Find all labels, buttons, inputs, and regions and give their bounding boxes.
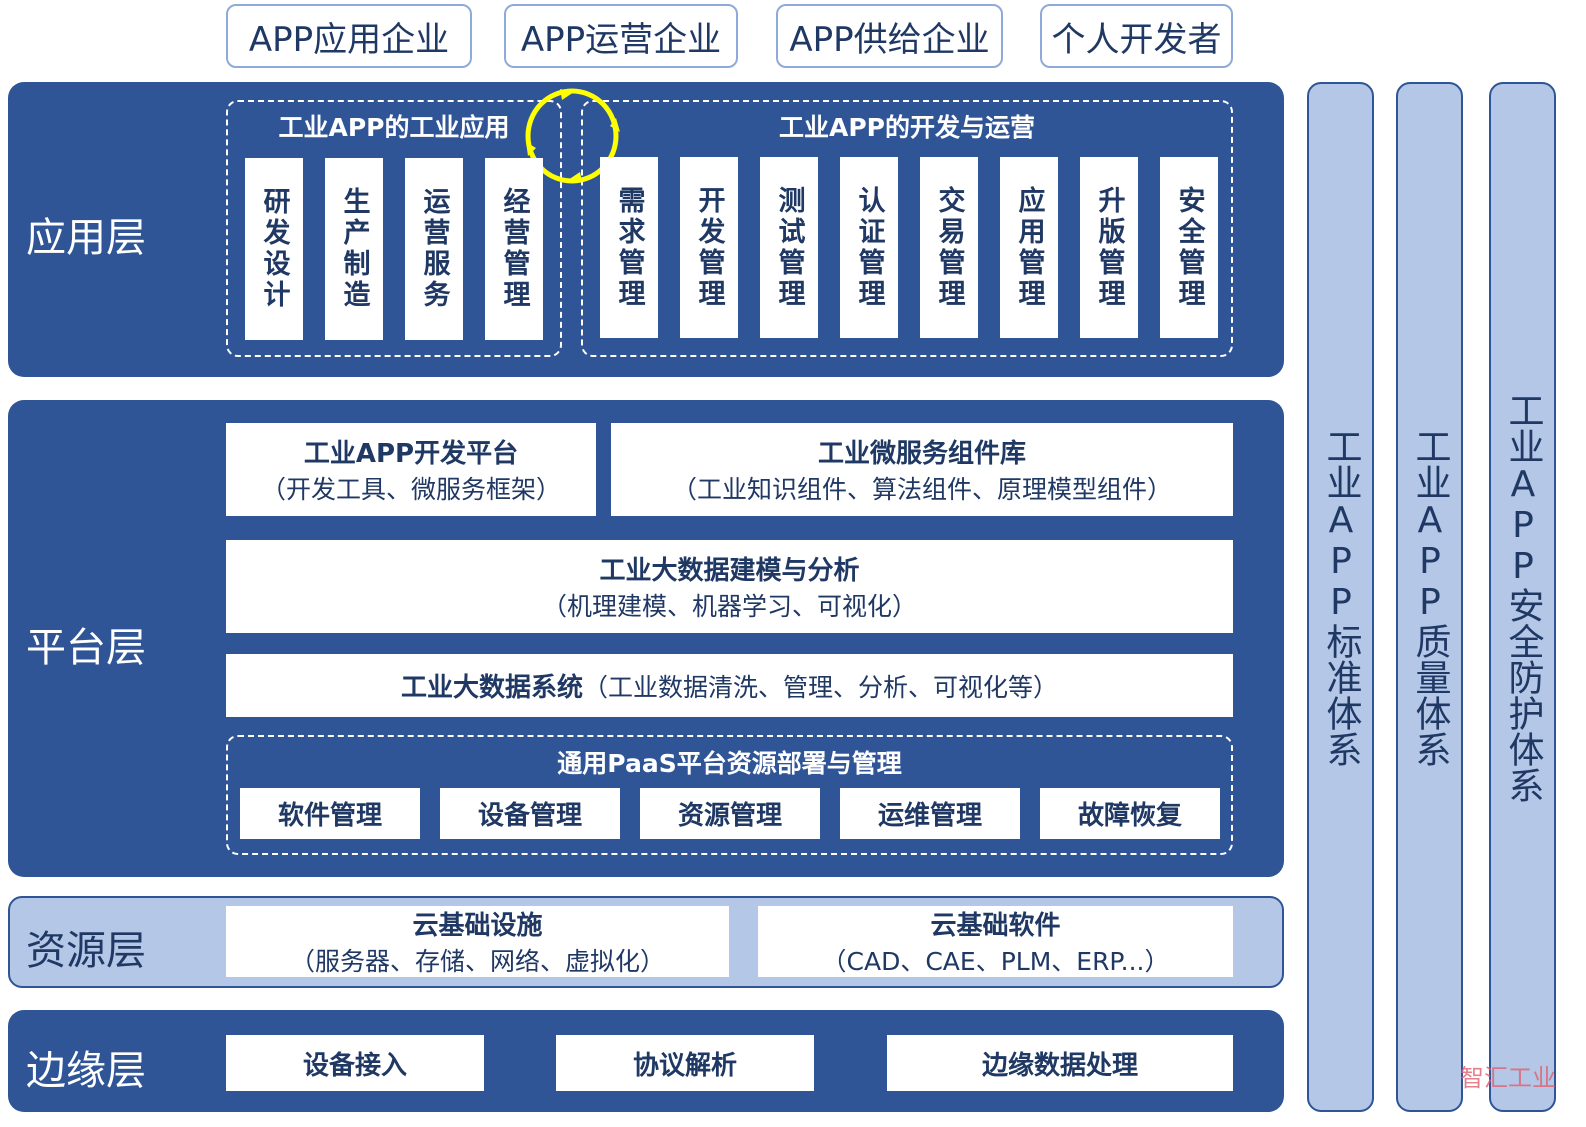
box-title: 云基础设施	[412, 911, 543, 941]
modeling-box: 工业大数据建模与分析 （机理建模、机器学习、可视化）	[226, 540, 1233, 633]
edge-item: 设备接入	[226, 1035, 484, 1091]
paas-item: 软件管理	[240, 788, 420, 839]
paas-item: 故障恢复	[1040, 788, 1220, 839]
edge-item: 边缘数据处理	[887, 1035, 1233, 1091]
stakeholder-app-operator: APP运营企业	[504, 4, 738, 68]
industrial-use-item: 研发设计	[245, 158, 303, 340]
dev-ops-group	[581, 100, 1233, 357]
dev-ops-item: 交易管理	[920, 157, 978, 338]
layer-label: 资源层	[26, 928, 146, 974]
dev-ops-item: 开发管理	[680, 157, 738, 338]
stakeholder-app-supplier: APP供给企业	[776, 4, 1003, 68]
box-title: 工业大数据建模与分析	[599, 556, 860, 586]
box-title: 工业微服务组件库	[817, 439, 1026, 469]
standard-system-column: 工业APP标准体系	[1307, 82, 1374, 1112]
box-title: 工业APP开发平台	[303, 439, 519, 469]
layer-label: 边缘层	[26, 1048, 146, 1094]
cycle-arrows-icon	[525, 88, 620, 184]
dev-ops-item: 认证管理	[840, 157, 898, 338]
layer-label: 平台层	[26, 625, 146, 671]
box-title: 工业大数据系统	[400, 673, 583, 703]
microservice-box: 工业微服务组件库 （工业知识组件、算法组件、原理模型组件）	[611, 423, 1233, 516]
dev-platform-box: 工业APP开发平台 （开发工具、微服务框架）	[226, 423, 596, 516]
industrial-use-item: 运营服务	[405, 158, 463, 340]
group-title: 工业APP的开发与运营	[779, 113, 1035, 142]
edge-item: 协议解析	[556, 1035, 814, 1091]
industrial-use-item: 经营管理	[485, 158, 543, 340]
box-subtitle: （机理建模、机器学习、可视化）	[541, 592, 917, 621]
box-title: 云基础软件	[930, 911, 1061, 941]
dev-ops-item: 应用管理	[1000, 157, 1058, 338]
box-subtitle: （CAD、CAE、PLM、ERP...）	[821, 947, 1170, 976]
dev-ops-item: 需求管理	[600, 157, 658, 338]
dev-ops-item: 升版管理	[1080, 157, 1138, 338]
industrial-use-item: 生产制造	[325, 158, 383, 340]
cloud-infra-box: 云基础设施 （服务器、存储、网络、虚拟化）	[226, 906, 729, 977]
group-title: 通用PaaS平台资源部署与管理	[557, 749, 902, 778]
stakeholder-developer: 个人开发者	[1040, 4, 1233, 68]
industrial-use-group	[226, 100, 562, 357]
paas-item: 资源管理	[640, 788, 820, 839]
security-system-column: 工业APP安全防护体系	[1489, 82, 1556, 1112]
paas-item: 运维管理	[840, 788, 1020, 839]
cloud-software-box: 云基础软件 （CAD、CAE、PLM、ERP...）	[758, 906, 1233, 977]
dev-ops-item: 测试管理	[760, 157, 818, 338]
box-subtitle: （工业数据清洗、管理、分析、可视化等）	[583, 672, 1059, 702]
stakeholder-app-user: APP应用企业	[226, 4, 472, 68]
box-subtitle: （工业知识组件、算法组件、原理模型组件）	[671, 475, 1172, 504]
dev-ops-item: 安全管理	[1160, 157, 1218, 338]
box-subtitle: （开发工具、微服务框架）	[260, 475, 561, 504]
box-subtitle: （服务器、存储、网络、虚拟化）	[289, 947, 665, 976]
paas-item: 设备管理	[440, 788, 620, 839]
layer-label: 应用层	[26, 215, 146, 261]
group-title: 工业APP的工业应用	[278, 113, 510, 142]
paas-group	[226, 735, 1233, 855]
quality-system-column: 工业APP质量体系	[1396, 82, 1463, 1112]
bigdata-box: 工业大数据系统（工业数据清洗、管理、分析、可视化等）	[226, 654, 1233, 717]
watermark-logo: 智汇工业	[1460, 1064, 1556, 1092]
